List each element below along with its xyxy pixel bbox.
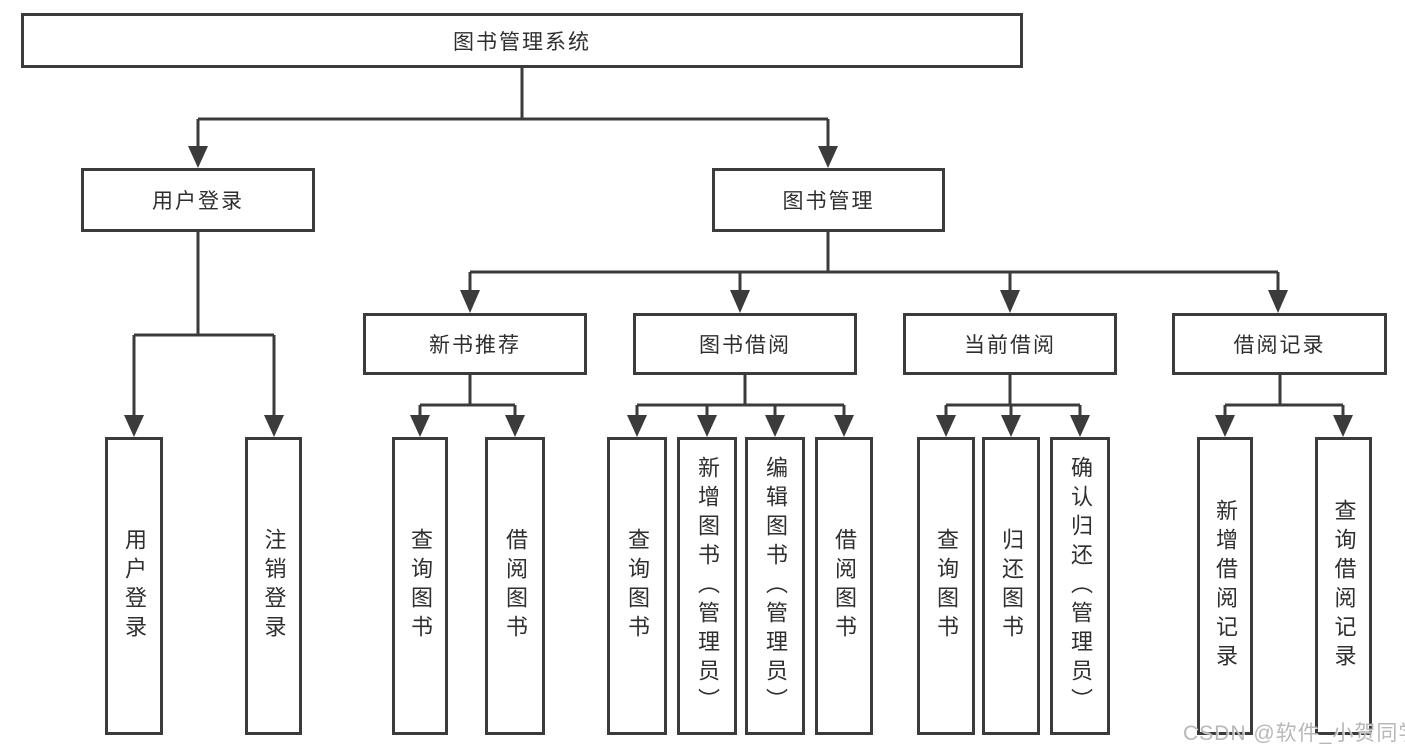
node-current-borrow-label: 当前借阅: [964, 334, 1056, 357]
node-leaf-query-borrow-record: 查询借阅记录: [1315, 437, 1372, 735]
node-leaf-query-book-1: 查询图书: [392, 437, 448, 735]
node-leaf-logout: 注销登录: [245, 437, 302, 735]
node-root-label: 图书管理系统: [453, 30, 591, 54]
watermark: CSDN @软件_小贺同学: [1183, 722, 1405, 745]
node-borrow-record-label: 借阅记录: [1233, 334, 1326, 357]
node-root: 图书管理系统: [21, 13, 1023, 68]
node-leaf-add-book-admin: 新增图书（管理员）: [677, 437, 737, 735]
node-new-book-recommend-label: 新书推荐: [429, 334, 521, 357]
node-leaf-borrow-book-1: 借阅图书: [485, 437, 545, 735]
node-current-borrow: 当前借阅: [903, 313, 1117, 375]
node-book-borrow: 图书借阅: [633, 313, 857, 375]
node-new-book-recommend: 新书推荐: [363, 313, 587, 375]
node-leaf-user-login: 用户登录: [105, 437, 163, 735]
node-user-login-label: 用户登录: [152, 190, 244, 213]
node-book-management-label: 图书管理: [782, 190, 875, 213]
node-leaf-edit-book-admin: 编辑图书（管理员）: [745, 437, 805, 735]
node-leaf-query-book-3: 查询图书: [917, 437, 975, 735]
node-leaf-return-book: 归还图书: [982, 437, 1040, 735]
node-leaf-confirm-return-admin: 确认归还（管理员）: [1050, 437, 1110, 735]
node-leaf-query-book-2: 查询图书: [607, 437, 667, 735]
node-leaf-borrow-book-2: 借阅图书: [815, 437, 873, 735]
node-book-management: 图书管理: [712, 168, 945, 232]
node-book-borrow-label: 图书借阅: [699, 334, 791, 357]
node-leaf-add-borrow-record: 新增借阅记录: [1197, 437, 1253, 735]
node-user-login: 用户登录: [81, 168, 315, 232]
node-borrow-record: 借阅记录: [1172, 313, 1387, 375]
